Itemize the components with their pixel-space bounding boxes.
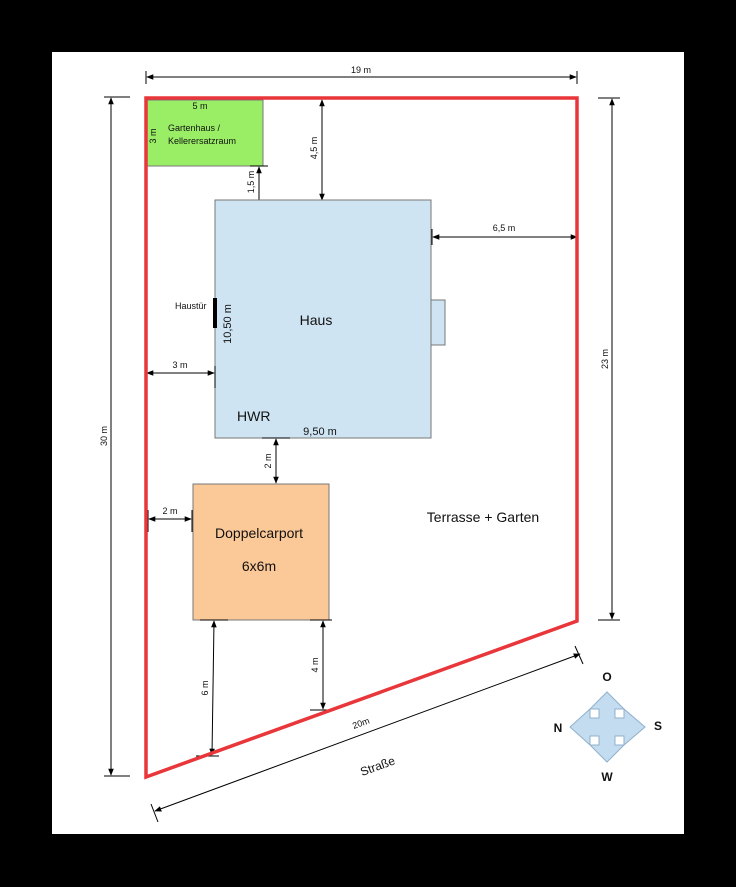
dim-top-width-label: 19 m xyxy=(351,65,371,75)
gartenhaus-depth-label: 3 m xyxy=(148,128,158,143)
dim-left-length: 30 m xyxy=(99,96,130,777)
gartenhaus-label-line2: Kellerersatzraum xyxy=(168,136,236,146)
dim-haus-to-carport-label: 2 m xyxy=(263,453,273,468)
dim-left-to-haus-label: 3 m xyxy=(172,360,187,370)
compass-east-label: O xyxy=(602,670,611,684)
haus-annex xyxy=(430,299,446,346)
carport-size-label: 6x6m xyxy=(242,558,276,574)
compass: O N S W xyxy=(554,670,662,784)
haus-depth-label: 10,50 m xyxy=(222,304,234,344)
compass-west-label: W xyxy=(601,770,613,784)
dim-right-length-label: 23 m xyxy=(600,349,610,369)
haustuer-label: Haustür xyxy=(175,301,207,311)
hwr-label: HWR xyxy=(237,408,270,424)
dim-left-length-label: 30 m xyxy=(99,426,109,446)
dim-carport-to-street-left-label: 6 m xyxy=(200,680,210,695)
haus-width-label: 9,50 m xyxy=(303,426,337,438)
haustuer-door xyxy=(213,298,217,328)
dim-right-length: 23 m xyxy=(598,97,620,621)
gartenhaus: 5 m 3 m Gartenhaus / Kellerersatzraum xyxy=(146,99,264,167)
haus-shape xyxy=(214,199,432,439)
dim-left-to-carport-label: 2 m xyxy=(162,506,177,516)
doppelcarport: Doppelcarport 6x6m xyxy=(192,483,330,621)
gartenhaus-width-label: 5 m xyxy=(192,101,207,111)
haus: Haus HWR 9,50 m 10,50 m Haustür xyxy=(175,199,446,439)
compass-north-label: N xyxy=(554,721,563,735)
dim-top-width: 19 m xyxy=(145,65,578,84)
compass-cross-icon xyxy=(569,691,646,763)
gartenhaus-shape xyxy=(146,99,264,167)
dim-carport-to-street-right-label: 4 m xyxy=(310,657,320,672)
gartenhaus-label-line1: Gartenhaus / xyxy=(168,123,221,133)
dim-gartenhaus-to-haus-label: 1,5 m xyxy=(246,171,256,194)
terrasse-garten-label: Terrasse + Garten xyxy=(427,509,539,525)
carport-shape xyxy=(192,483,330,621)
carport-label: Doppelcarport xyxy=(215,525,303,541)
compass-south-label: S xyxy=(654,719,662,733)
haus-label: Haus xyxy=(300,312,333,328)
dim-haus-to-right-label: 6,5 m xyxy=(493,223,516,233)
dim-top-to-haus-label: 4,5 m xyxy=(309,137,319,160)
dim-left-to-carport: 2 m xyxy=(147,506,193,532)
property-boundary xyxy=(144,96,579,780)
